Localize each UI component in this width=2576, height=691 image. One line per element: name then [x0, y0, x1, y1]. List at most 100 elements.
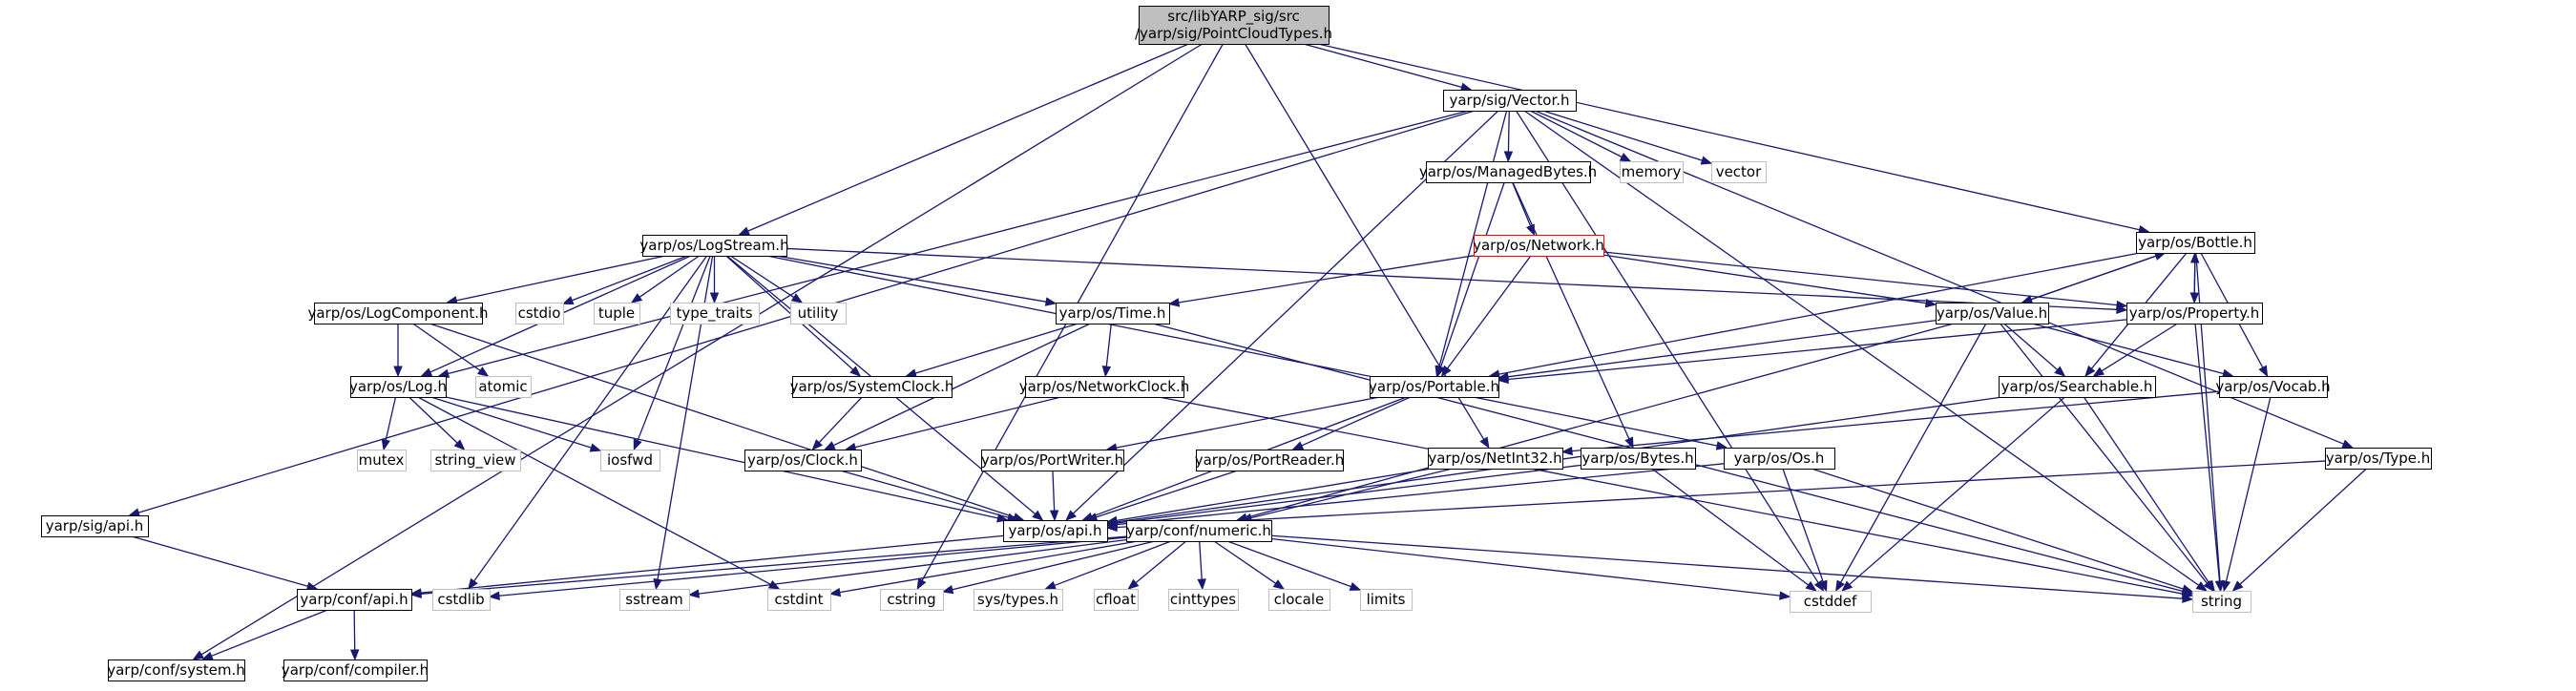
edge-line [1507, 110, 1510, 153]
node-sig_api[interactable]: yarp/sig/api.h [41, 515, 149, 537]
edge-os_logcomponent-to-os_log [393, 324, 403, 378]
edge-arrowhead [916, 577, 927, 591]
node-sig_vector[interactable]: yarp/sig/Vector.h [1443, 90, 1577, 112]
node-os_property[interactable]: yarp/os/Property.h [2126, 303, 2263, 325]
edge-os_searchable-to-cstddef [1841, 396, 2065, 592]
edge-line [747, 43, 1189, 232]
node-sstream: sstream [619, 589, 690, 611]
edge-arrowhead [1503, 151, 1514, 163]
edge-arrowhead [2341, 439, 2355, 449]
node-os_portreader[interactable]: yarp/os/PortReader.h [1195, 450, 1345, 471]
node-os_vocab[interactable]: yarp/os/Vocab.h [2215, 376, 2331, 398]
node-box [430, 450, 521, 471]
edge-line [1439, 181, 1505, 367]
node-label: yarp/os/Type.h [2326, 450, 2431, 467]
node-box [619, 589, 690, 611]
edge-arrowhead [1032, 510, 1044, 521]
edge-os_bytes-to-cstddef [1651, 468, 1817, 592]
edge-conf_numeric-to-limits [1226, 540, 1362, 591]
node-box [880, 589, 944, 611]
edge-sig_vector-to-vector [1542, 110, 1713, 165]
edge-sig_vector-to-memory [1529, 110, 1632, 162]
node-box [2136, 232, 2255, 254]
node-label: string_view [434, 451, 515, 470]
edge-conf_numeric-to-conf_api [409, 535, 1127, 598]
node-os_bottle[interactable]: yarp/os/Bottle.h [2136, 232, 2255, 254]
node-label: string [2201, 593, 2242, 610]
edge-line [1523, 110, 2200, 586]
edge-arrowhead [1065, 510, 1077, 521]
node-conf_system[interactable]: yarp/conf/system.h [107, 660, 245, 681]
edge-arrowhead [453, 439, 466, 450]
edge-os_value-to-string [2000, 323, 2214, 593]
node-label: yarp/os/Clock.h [747, 451, 858, 469]
node-os_log[interactable]: yarp/os/Log.h [349, 376, 447, 398]
edge-arrowhead [561, 296, 575, 304]
edge-os_logcomponent-to-atomic [412, 323, 490, 377]
edge-arrowhead [393, 366, 403, 378]
node-conf_numeric[interactable]: yarp/conf/numeric.h [1126, 520, 1272, 542]
node-label: yarp/conf/api.h [300, 591, 408, 608]
node-label: cstdlib [437, 591, 484, 608]
node-box [108, 660, 245, 681]
edge-line [1226, 540, 1351, 588]
edge-conf_api-to-conf_compiler [349, 609, 360, 661]
node-box [981, 450, 1124, 471]
node-box [1126, 520, 1272, 542]
edge-line [408, 396, 458, 444]
node-box [2219, 376, 2328, 398]
node-conf_api[interactable]: yarp/conf/api.h [297, 589, 412, 611]
edge-line [1507, 320, 1937, 378]
edge-os_logstream-to-cstdio [561, 255, 688, 304]
edge-os_value-to-os_bottle [2021, 251, 2167, 304]
node-box [670, 303, 760, 325]
node-cfloat: cfloat [1094, 589, 1139, 611]
edge-line [420, 534, 1004, 594]
node-os_systemclock[interactable]: yarp/os/SystemClock.h [790, 376, 954, 398]
edge-line [1199, 540, 1203, 580]
edge-line [1542, 110, 1703, 161]
node-box [1936, 303, 2049, 325]
edge-arrowhead [2054, 366, 2066, 377]
edge-os_log-to-cstdint [417, 396, 781, 590]
node-os_logcomponent[interactable]: yarp/os/LogComponent.h [307, 303, 489, 325]
edge-arrowhead [941, 585, 954, 595]
edge-arrowhead [589, 443, 602, 452]
node-box [350, 376, 447, 398]
edge-line [131, 535, 308, 587]
node-box [1790, 591, 1872, 613]
node-os_netint32[interactable]: yarp/os/NetInt32.h [1428, 448, 1563, 470]
node-os_logstream[interactable]: yarp/os/LogStream.h [639, 235, 789, 257]
edge-os_value-to-conf_numeric [1235, 323, 1955, 522]
edge-line [1651, 468, 1810, 586]
node-os_clock[interactable]: yarp/os/Clock.h [744, 450, 862, 471]
node-os_networkclock[interactable]: yarp/os/NetworkClock.h [1019, 376, 1190, 398]
node-box [1711, 161, 1767, 183]
node-box [1474, 235, 1604, 257]
edge-arrowhead [2214, 580, 2225, 593]
edge-line [1447, 255, 1532, 369]
node-label: tuple [598, 304, 635, 322]
node-os_network[interactable]: yarp/os/Network.h [1473, 235, 1604, 257]
node-os_value[interactable]: yarp/os/Value.h [1936, 303, 2049, 325]
node-box [1724, 448, 1835, 470]
node-os_time[interactable]: yarp/os/Time.h [1056, 303, 1170, 325]
edge-line [1301, 396, 1412, 447]
edge-os_networkclock-to-string [1159, 396, 2194, 598]
edge-line [914, 323, 1079, 374]
node-os_searchable[interactable]: yarp/os/Searchable.h [1999, 376, 2156, 398]
node-os_os[interactable]: yarp/os/Os.h [1724, 448, 1835, 470]
node-os_managedbytes[interactable]: yarp/os/ManagedBytes.h [1419, 161, 1597, 183]
node-box [1428, 448, 1563, 470]
edge-os_managedbytes-to-os_portable [1436, 181, 1505, 378]
node-label: yarp/os/PortReader.h [1195, 451, 1345, 469]
node-box [1025, 376, 1184, 398]
node-conf_compiler[interactable]: yarp/conf/compiler.h [282, 660, 429, 681]
node-os_api[interactable]: yarp/os/api.h [1003, 520, 1108, 542]
node-os_portable[interactable]: yarp/os/Portable.h [1369, 376, 1499, 398]
node-os_portwriter[interactable]: yarp/os/PortWriter.h [981, 450, 1124, 471]
edge-line [839, 540, 1139, 594]
node-os_bytes[interactable]: yarp/os/Bytes.h [1581, 448, 1696, 470]
node-os_type[interactable]: yarp/os/Type.h [2325, 448, 2432, 470]
node-root[interactable]: src/libYARP_sig/src/yarp/sig/PointCloudT… [1135, 6, 1332, 45]
